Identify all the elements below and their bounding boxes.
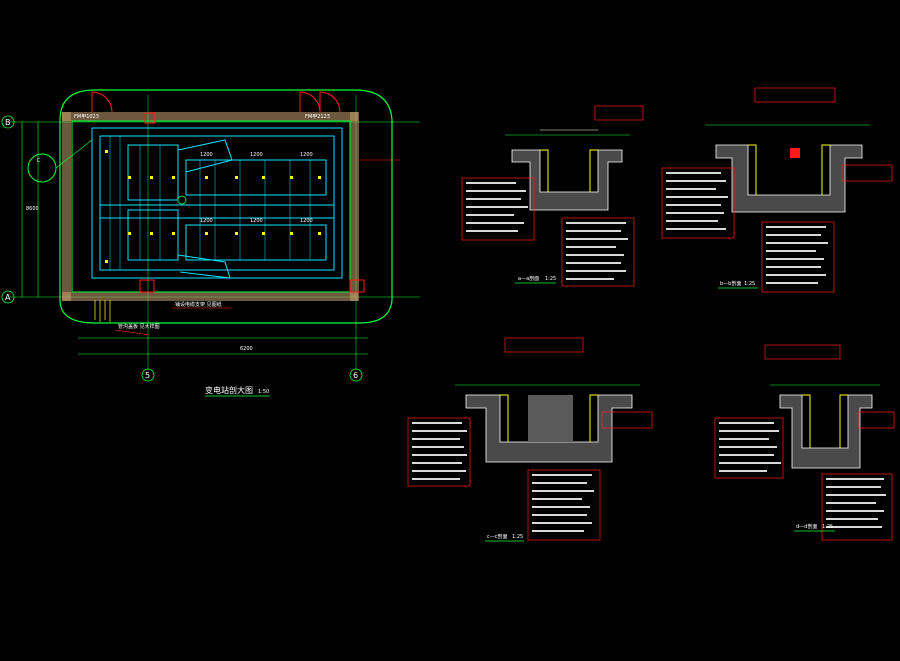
detail-callout-tag: C bbox=[37, 158, 41, 164]
section-detail-4: d—d剖面 1:25 bbox=[714, 344, 895, 541]
plan-scale: 1:50 bbox=[258, 389, 269, 395]
axis-bubble-top: B bbox=[5, 118, 11, 127]
svg-text:1200: 1200 bbox=[200, 152, 213, 158]
section-4-label: d—d剖面 bbox=[796, 523, 817, 530]
plan-boundary bbox=[59, 89, 393, 324]
axis-bubble-col-6: 6 bbox=[353, 371, 358, 380]
svg-text:6200: 6200 bbox=[240, 346, 253, 352]
plan-view: 8600 6200 bbox=[1, 89, 420, 397]
section-1-scale: 1:25 bbox=[545, 276, 556, 282]
svg-text:1200: 1200 bbox=[300, 218, 313, 224]
section-detail-3: c—c剖面 1:25 bbox=[407, 337, 653, 542]
svg-text:1200: 1200 bbox=[250, 152, 263, 158]
section-detail-1: a—a剖面 1:25 bbox=[461, 105, 644, 287]
section-3-label: c—c剖面 bbox=[487, 533, 508, 540]
svg-text:1200: 1200 bbox=[200, 218, 213, 224]
section-1-label: a—a剖面 bbox=[518, 275, 539, 282]
section-2-label: b—b剖面 bbox=[720, 280, 741, 287]
svg-text:管沟盖板 见大样图: 管沟盖板 见大样图 bbox=[118, 323, 160, 330]
door-label-right: FM甲2123 bbox=[305, 114, 330, 120]
section-3-scale: 1:25 bbox=[512, 534, 523, 540]
section-detail-2: b—b剖面 1:25 bbox=[661, 87, 893, 293]
axis-bubble-bottom: A bbox=[5, 293, 11, 302]
plan-title: 变电站剖大图 bbox=[205, 385, 253, 395]
axis-bubble-col-5: 5 bbox=[145, 371, 150, 380]
section-2-scale: 1:25 bbox=[744, 281, 755, 287]
svg-text:8600: 8600 bbox=[26, 206, 39, 212]
svg-text:1200: 1200 bbox=[300, 152, 313, 158]
svg-text:铺设电缆支架 见图纸: 铺设电缆支架 见图纸 bbox=[175, 301, 222, 308]
door-label-left: FM甲1023 bbox=[74, 114, 99, 120]
svg-text:1200: 1200 bbox=[250, 218, 263, 224]
section-4-scale: 1:25 bbox=[822, 524, 833, 530]
